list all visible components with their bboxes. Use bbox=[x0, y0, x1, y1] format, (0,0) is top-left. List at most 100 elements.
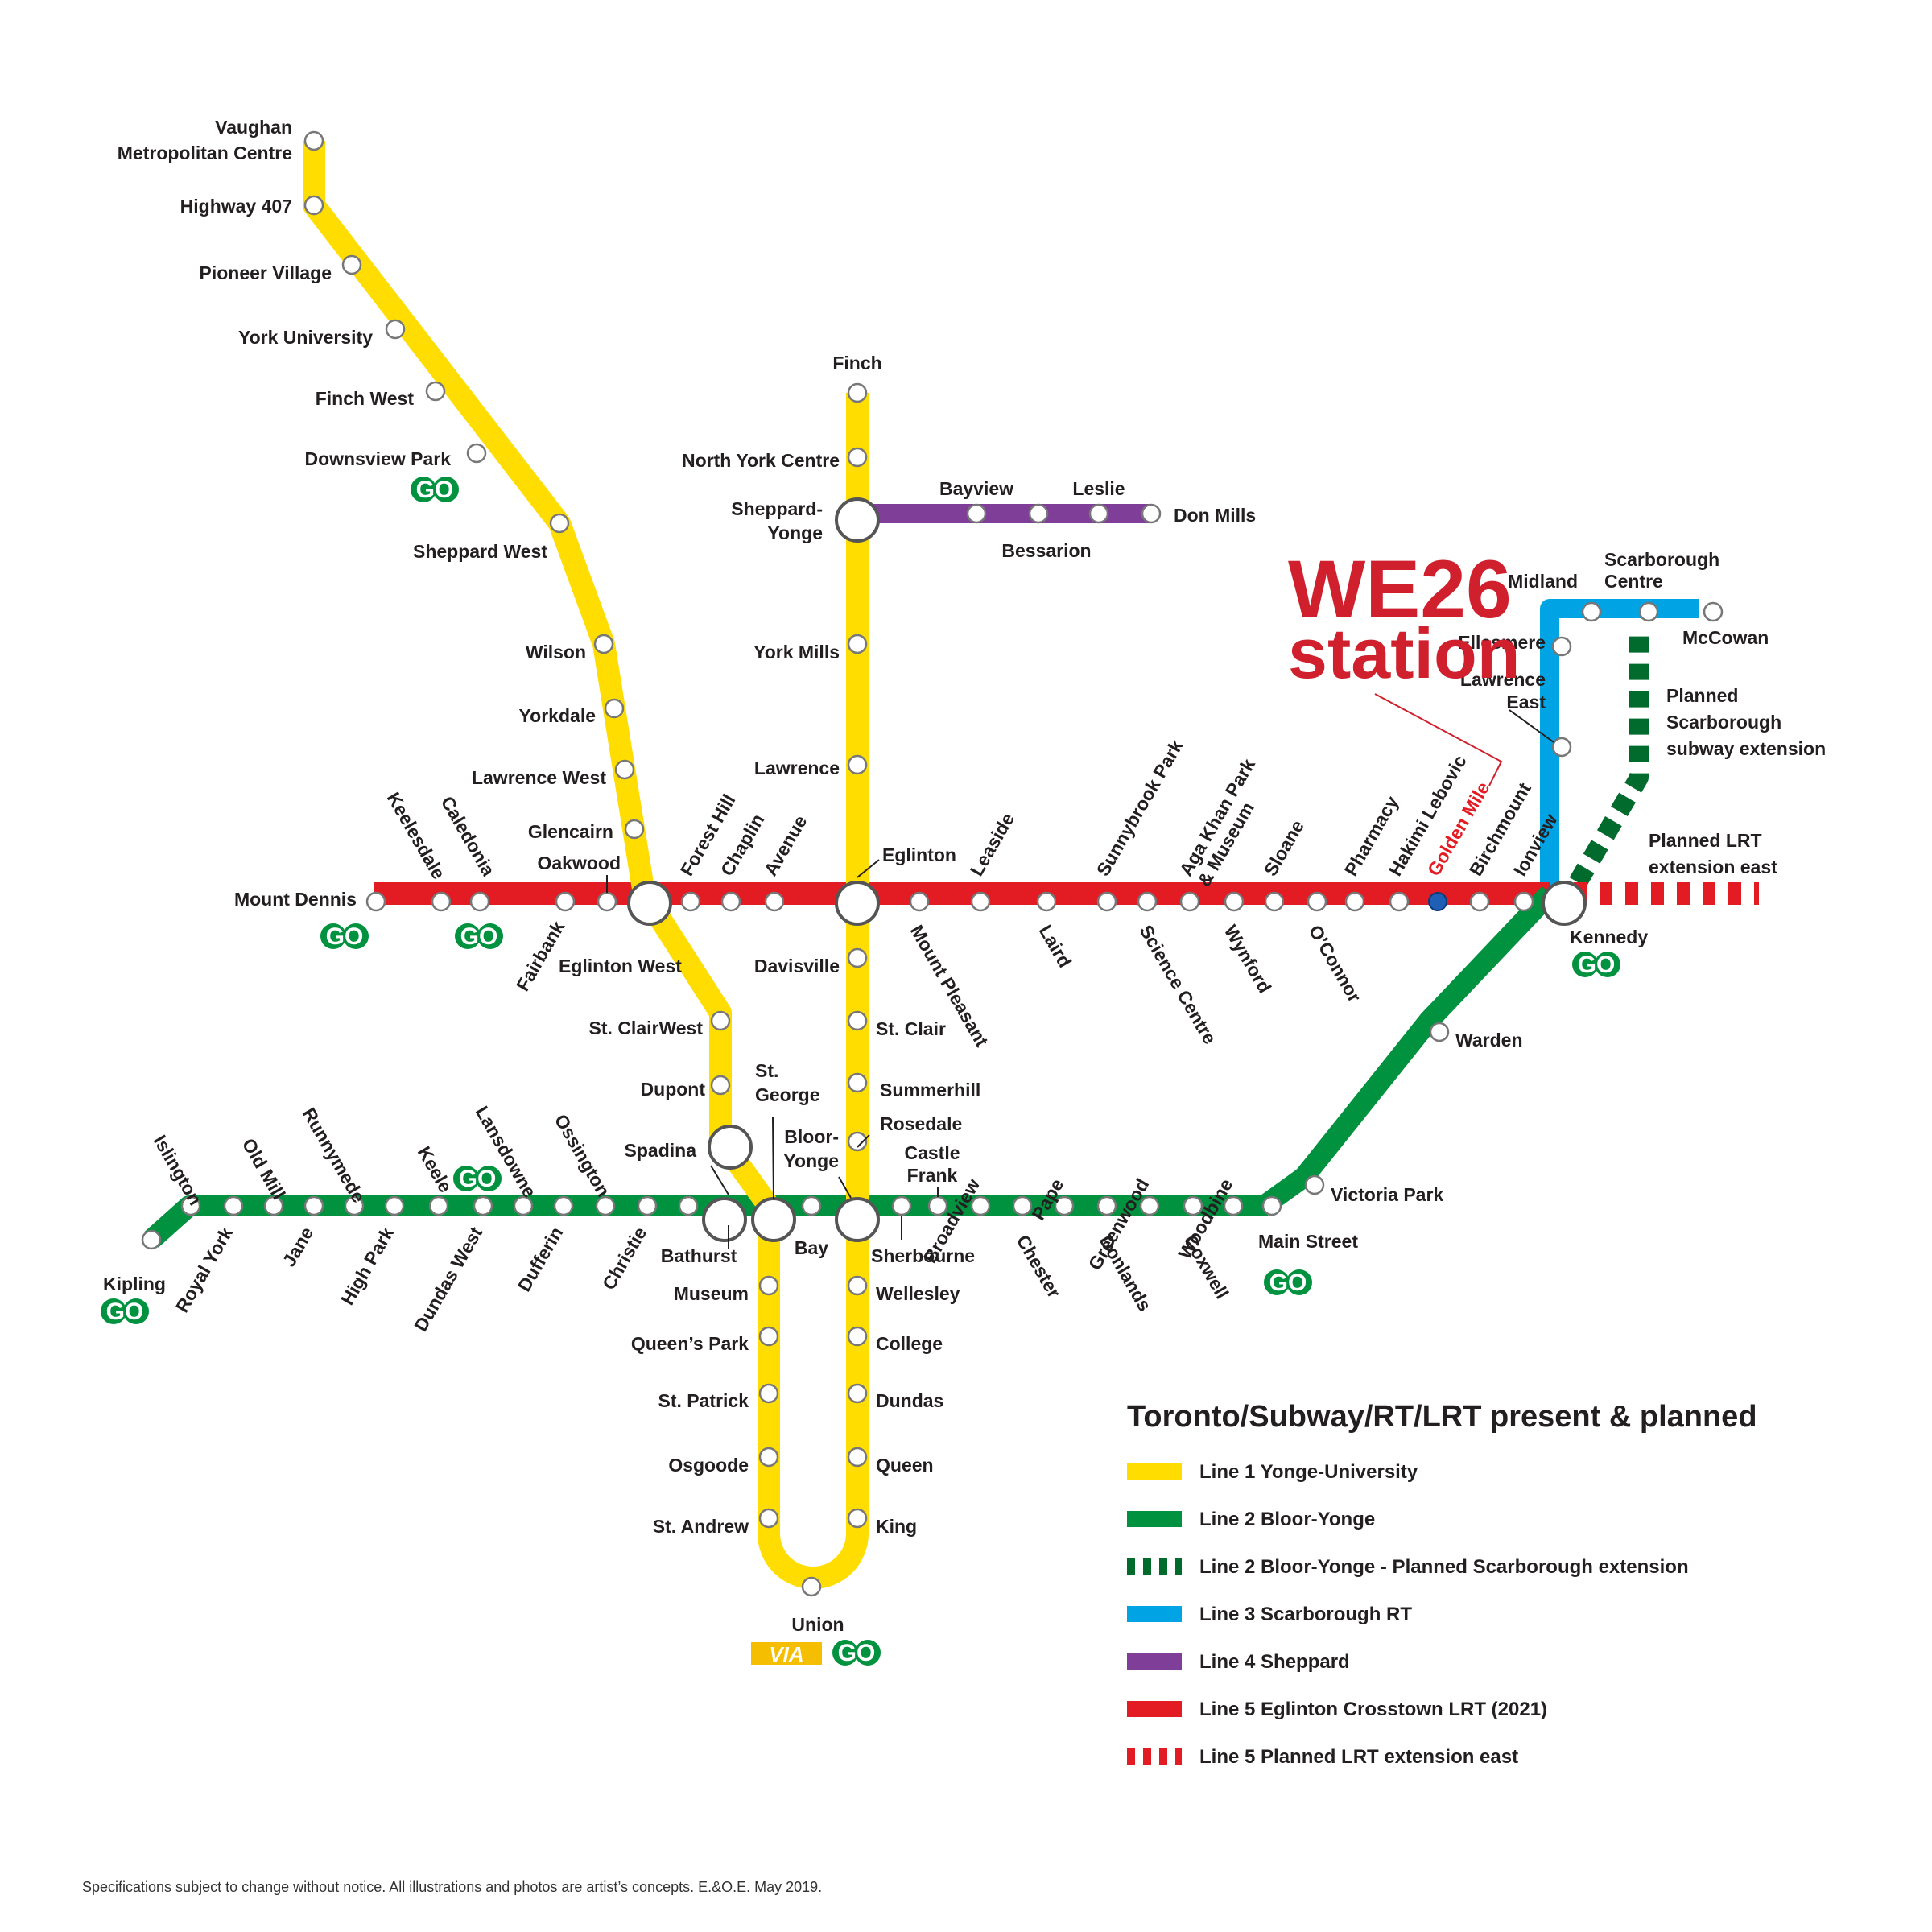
station-dot-highway-407 bbox=[303, 195, 324, 216]
label-wilson: Wilson bbox=[526, 642, 586, 663]
station-dot-old-mill bbox=[263, 1195, 284, 1216]
label-summerhill: Summerhill bbox=[880, 1080, 980, 1100]
station-dot-sherbourne bbox=[891, 1195, 912, 1216]
station-dot-mount-dennis bbox=[365, 891, 386, 912]
label-sloane: Sloane bbox=[1260, 816, 1308, 879]
interchange-kennedy bbox=[1542, 881, 1587, 926]
go-logos: GO GO GO GO GO GO GO GO bbox=[101, 477, 1620, 1666]
go-icon: GO bbox=[832, 1640, 881, 1666]
legend-item: Line 5 Planned LRT extension east bbox=[1127, 1746, 1518, 1768]
station-dot-christie bbox=[637, 1195, 658, 1216]
station-dot-dundas bbox=[847, 1383, 868, 1404]
callout-subtitle: station bbox=[1288, 613, 1520, 693]
label-ossington: Ossington bbox=[551, 1111, 614, 1200]
station-dot-bayview bbox=[966, 503, 987, 524]
label-laird: Laird bbox=[1035, 922, 1076, 972]
label-st-andrew: St. Andrew bbox=[653, 1516, 749, 1537]
station-dot-dundas-west bbox=[473, 1195, 493, 1216]
station-dot-aga-khan bbox=[1179, 891, 1200, 912]
label-rosedale: Rosedale bbox=[880, 1113, 962, 1134]
label-bayview: Bayview bbox=[939, 478, 1013, 499]
station-dot-caledonia bbox=[469, 891, 490, 912]
label-bessarion: Bessarion bbox=[1001, 540, 1091, 561]
station-dot-college bbox=[847, 1326, 868, 1347]
station-dot-wellesley bbox=[847, 1275, 868, 1296]
station-dot-sheppard-west bbox=[549, 513, 570, 534]
station-dot-lawrence bbox=[847, 754, 868, 775]
label-don-mills: Don Mills bbox=[1174, 505, 1256, 526]
label-college: College bbox=[876, 1333, 943, 1354]
station-dot-finch bbox=[847, 382, 868, 403]
via-rail-icon: VIA bbox=[751, 1642, 822, 1666]
label-finch: Finch bbox=[832, 353, 881, 374]
legend: Toronto/Subway/RT/LRT present & planned … bbox=[1127, 1400, 1757, 1768]
label-leaside: Leaside bbox=[966, 809, 1018, 879]
label-high-park: High Park bbox=[336, 1223, 398, 1308]
label-leslie: Leslie bbox=[1072, 478, 1125, 499]
station-dot-mount-pleasant bbox=[909, 891, 930, 912]
label-sunnybrook-park: Sunnybrook Park bbox=[1092, 736, 1187, 879]
label-dundas: Dundas bbox=[876, 1390, 943, 1411]
legend-label: Line 2 Bloor-Yonge bbox=[1199, 1509, 1375, 1530]
label-king: King bbox=[876, 1516, 917, 1537]
station-dot-king bbox=[847, 1508, 868, 1529]
station-dot-forest-hill bbox=[680, 891, 701, 912]
station-dot-runnymede bbox=[344, 1195, 365, 1216]
station-dot-yorkdale bbox=[604, 698, 625, 719]
station-dot-royal-york bbox=[223, 1195, 244, 1216]
label-jane: Jane bbox=[279, 1224, 318, 1270]
station-dot-laird bbox=[1036, 891, 1057, 912]
interchange-eglinton bbox=[835, 881, 880, 926]
interchange-spadina-north bbox=[708, 1125, 753, 1170]
label-st-clair-west: St. ClairWest bbox=[589, 1018, 704, 1038]
label-science-centre: Science Centre bbox=[1136, 922, 1221, 1048]
station-dot-st-clair bbox=[847, 1010, 868, 1031]
legend-item: Line 5 Eglinton Crosstown LRT (2021) bbox=[1127, 1699, 1547, 1720]
label-sherbourne: Sherbourne bbox=[871, 1245, 975, 1266]
interchange-eglinton-west bbox=[627, 881, 672, 926]
station-dot-high-park bbox=[384, 1195, 405, 1216]
label-royal-york: Royal York bbox=[171, 1223, 237, 1315]
svg-text:GO: GO bbox=[326, 923, 364, 950]
label-glencairn: Glencairn bbox=[528, 821, 613, 842]
go-icon: GO bbox=[453, 1166, 502, 1192]
station-dot-st-patrick bbox=[758, 1383, 779, 1404]
label-christie: Christie bbox=[598, 1224, 650, 1294]
legend-title: Toronto/Subway/RT/LRT present & planned bbox=[1127, 1400, 1757, 1434]
station-dot-downsview-park bbox=[466, 443, 487, 464]
station-dot-leaside bbox=[970, 891, 991, 912]
legend-label: Line 4 Sheppard bbox=[1199, 1651, 1350, 1673]
svg-text:GO: GO bbox=[1269, 1269, 1307, 1296]
go-icon: GO bbox=[1264, 1269, 1312, 1296]
label-spadina: Spadina bbox=[625, 1140, 697, 1161]
legend-item: Line 2 Bloor-Yonge - Planned Scarborough… bbox=[1127, 1556, 1689, 1578]
station-dot-lansdowne bbox=[513, 1195, 534, 1216]
label-oakwood: Oakwood bbox=[537, 852, 621, 873]
label-bathurst: Bathurst bbox=[661, 1245, 737, 1266]
station-dot-st-andrew bbox=[758, 1508, 779, 1529]
go-icon: GO bbox=[455, 923, 503, 950]
station-dot-ossington bbox=[595, 1195, 616, 1216]
station-dot-bessarion bbox=[1028, 503, 1049, 524]
label-queen: Queen bbox=[876, 1455, 934, 1476]
station-dot-wilson bbox=[593, 634, 614, 654]
station-dot-sunnybrook-park bbox=[1096, 891, 1117, 912]
svg-text:GO: GO bbox=[459, 1166, 497, 1192]
station-dot-lawrence-east bbox=[1551, 737, 1572, 758]
legend-label: Line 3 Scarborough RT bbox=[1199, 1604, 1412, 1625]
label-warden: Warden bbox=[1455, 1030, 1523, 1051]
label-islington: Islington bbox=[150, 1132, 206, 1209]
station-dot-glencairn bbox=[624, 819, 645, 840]
station-dot-warden bbox=[1429, 1022, 1450, 1042]
label-st-george: St.George bbox=[755, 1060, 820, 1105]
label-runnymede: Runnymede bbox=[299, 1104, 369, 1207]
station-dot-vaughan bbox=[303, 130, 324, 151]
label-kipling: Kipling bbox=[103, 1274, 166, 1294]
stations bbox=[141, 130, 1724, 1597]
station-dot-oconnor bbox=[1307, 891, 1327, 912]
station-dot-woodbine bbox=[1223, 1195, 1244, 1216]
label-yorkdale: Yorkdale bbox=[519, 705, 596, 726]
